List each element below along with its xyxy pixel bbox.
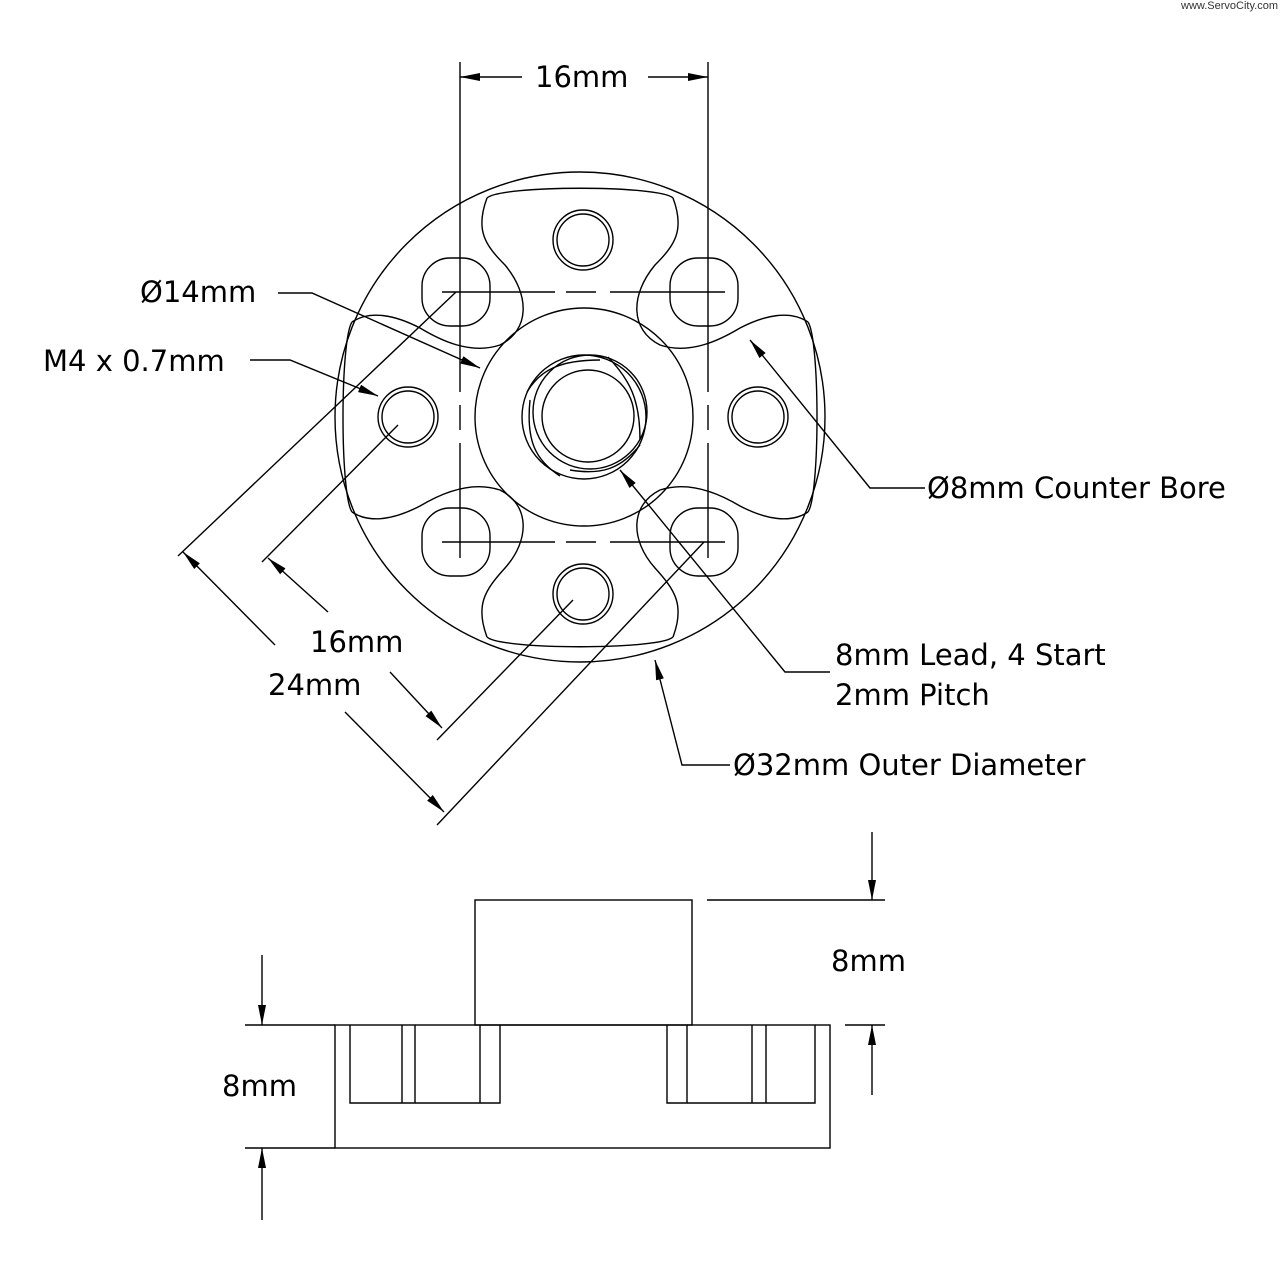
top-view (177, 62, 925, 826)
thread-starts (526, 356, 641, 477)
dim-16-arrow-b (389, 671, 443, 729)
dim-16mm-label: 16mm (535, 60, 629, 94)
m4-holes (377, 209, 789, 625)
leader-lead (619, 469, 830, 673)
side-view (245, 832, 885, 1220)
diag-24mm-label: 24mm (268, 668, 362, 702)
boss (474, 899, 693, 1026)
thread-major (521, 354, 647, 480)
leader-14mm (278, 292, 481, 369)
outer-diameter-label: Ø32mm Outer Diameter (733, 748, 1086, 782)
boss-height-label: 8mm (831, 944, 906, 978)
dim-14mm-label: Ø14mm (140, 275, 257, 309)
watermark: www.ServoCity.com (1181, 0, 1278, 12)
diag-16mm-label: 16mm (310, 625, 404, 659)
ext-24-b (436, 541, 705, 826)
flange (334, 1024, 831, 1149)
corner-holes (421, 257, 739, 577)
dim-24-arrow-a (182, 551, 276, 646)
ext-16-b (436, 599, 574, 741)
pocket-right (666, 1025, 816, 1104)
pitch-label: 2mm Pitch (835, 678, 990, 712)
counterbore-label: Ø8mm Counter Bore (927, 471, 1226, 505)
leader-m4 (250, 359, 379, 397)
dim-16-arrow-a (267, 557, 329, 613)
thread-start (532, 354, 648, 470)
outer-circle (334, 171, 826, 663)
thread-m4-label: M4 x 0.7mm (43, 344, 225, 378)
bore (541, 369, 635, 463)
pocket-contour (351, 197, 809, 638)
pocket-contour-outer (342, 187, 818, 648)
ext-16-a (261, 424, 399, 563)
counter-bore (474, 307, 694, 527)
ext-24-a (177, 291, 457, 557)
pocket-left (349, 1025, 501, 1104)
flange-height-label: 8mm (222, 1069, 297, 1103)
leader-counterbore (749, 339, 925, 489)
leader-outer (654, 659, 730, 766)
lead-label: 8mm Lead, 4 Start (835, 638, 1106, 672)
dim-24-arrow-b (344, 711, 445, 813)
